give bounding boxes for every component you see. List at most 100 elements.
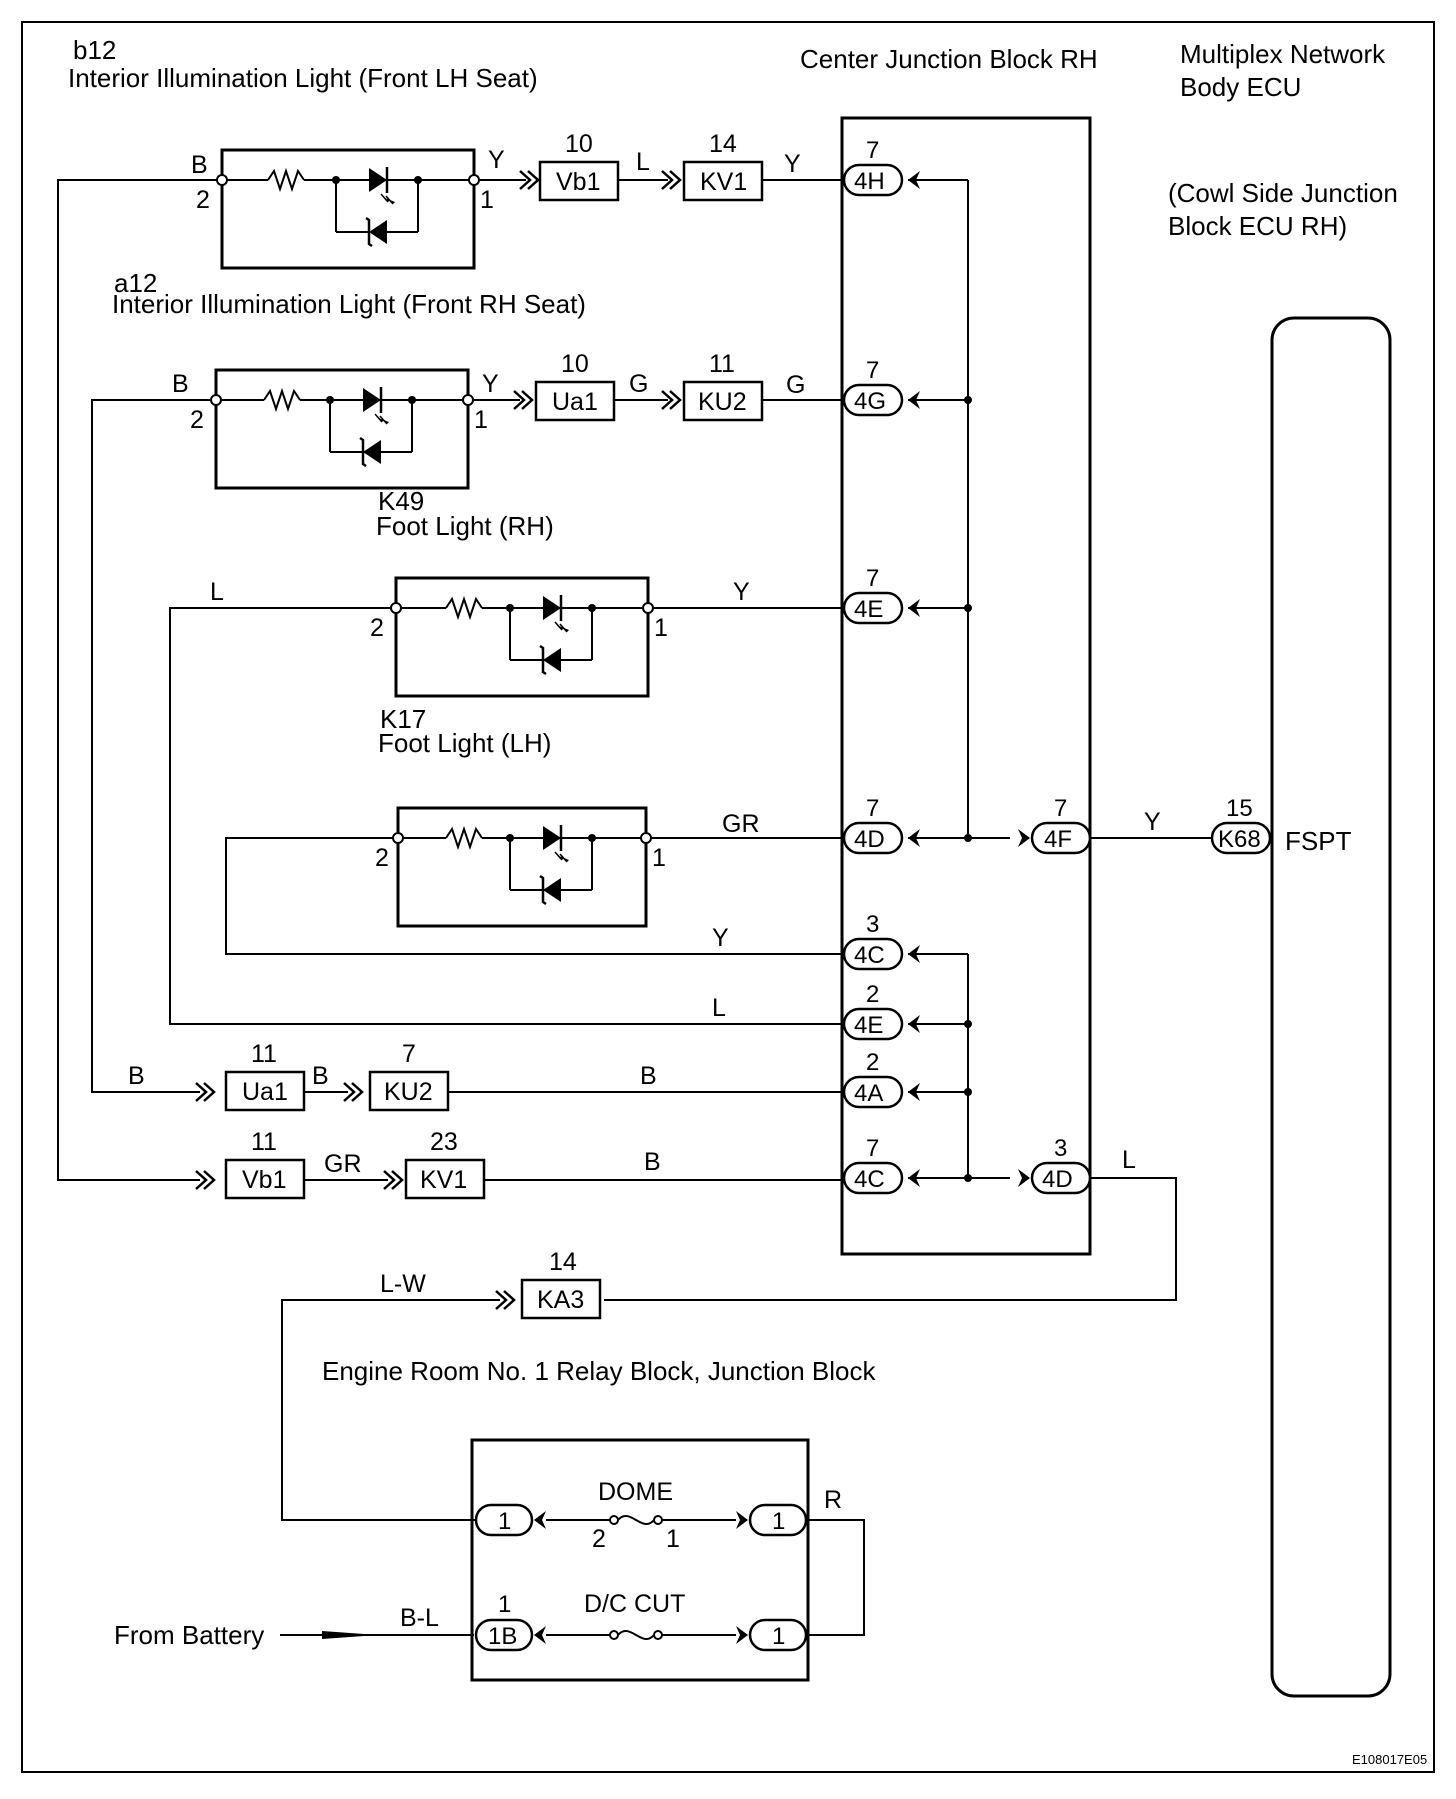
a12-light (214, 368, 470, 490)
svg-text:7: 7 (866, 565, 879, 592)
a12-term-1 (462, 394, 474, 406)
svg-text:4C: 4C (854, 1166, 885, 1193)
a12-pin2: 2 (190, 406, 204, 434)
terminal-4g: 4G 7 (842, 357, 904, 417)
terminal-4e-2: 4E 2 (842, 981, 904, 1041)
svg-text:7: 7 (866, 1135, 879, 1162)
wire-ua1-mid: B (312, 1062, 329, 1090)
wire-ret-4c3: Y (712, 924, 729, 952)
connector-vb1-top (538, 160, 620, 202)
a12-code: a12 (114, 268, 157, 298)
ka3-code: KA3 (537, 1286, 584, 1314)
wire-ku2-out: B (640, 1062, 657, 1090)
ecu-sub-2: Block ECU RH) (1168, 211, 1347, 241)
ku2-bot-code: KU2 (384, 1078, 433, 1106)
terminal-4c-7: 4C 7 (842, 1135, 904, 1195)
wire-a12-cjb: G (786, 371, 805, 399)
svg-text:1: 1 (498, 1591, 511, 1618)
svg-text:7: 7 (866, 795, 879, 822)
wire-battery: B-L (400, 1604, 439, 1632)
svg-text:4D: 4D (854, 826, 885, 853)
dome-pin-1: 1 (666, 1525, 680, 1553)
connector-kv1-bot (404, 1158, 486, 1200)
svg-text:7: 7 (866, 357, 879, 384)
vb1-top-pin: 10 (565, 130, 593, 158)
svg-text:4F: 4F (1044, 826, 1072, 853)
wire-ecu-link: Y (1144, 808, 1161, 836)
terminal-er-dome-left: 1 (474, 1503, 534, 1537)
k17-code: K17 (380, 704, 426, 734)
svg-text:4H: 4H (854, 168, 885, 195)
k49-term-2 (390, 602, 402, 614)
frame (21, 21, 1435, 1773)
wire-a12-out: Y (482, 370, 499, 398)
wire-b12-in: B (191, 151, 208, 179)
svg-text:1: 1 (498, 1508, 511, 1535)
cjb-title: Center Junction Block RH (800, 44, 1098, 74)
terminal-4a: 4A 2 (842, 1049, 904, 1109)
terminal-er-dc-right: 1 (748, 1618, 808, 1652)
k17-name: Foot Light (LH) (378, 728, 551, 758)
vb1-bot-pin: 11 (251, 1128, 277, 1156)
k17-pin2: 2 (375, 844, 389, 872)
kv1-bot-code: KV1 (420, 1166, 467, 1194)
svg-text:2: 2 (866, 981, 879, 1008)
kv1-top-code: KV1 (700, 168, 747, 196)
connector-k68: K68 15 (1210, 795, 1272, 855)
svg-text:3: 3 (1054, 1135, 1067, 1162)
wire-k49-in: L (210, 578, 224, 606)
connector-ka3 (520, 1278, 602, 1320)
wire-ret-4d: L (1122, 1146, 1136, 1174)
k49-pin1: 1 (654, 614, 668, 642)
terminal-4e-7: 4E 7 (842, 565, 904, 625)
fspt-terminal: FSPT (1285, 826, 1352, 856)
body-ecu (1270, 316, 1392, 1698)
ku2-top-pin: 11 (709, 350, 735, 378)
b12-light (220, 148, 476, 270)
vb1-bot-code: Vb1 (242, 1166, 286, 1194)
svg-text:4E: 4E (854, 596, 883, 623)
svg-text:1: 1 (772, 1623, 785, 1650)
dome-fuse-label: DOME (598, 1478, 673, 1506)
k49-pin2: 2 (370, 614, 384, 642)
b12-pin1: 1 (480, 186, 494, 214)
svg-text:7: 7 (866, 137, 879, 164)
a12-name: Interior Illumination Light (Front RH Se… (112, 289, 586, 319)
terminal-er-dome-right: 1 (748, 1503, 808, 1537)
wire-k17-out: GR (722, 810, 760, 838)
ua1-top-code: Ua1 (552, 388, 598, 416)
wire-ret-4e2: L (712, 994, 726, 1022)
a12-pin1: 1 (474, 406, 488, 434)
b12-name: Interior Illumination Light (Front LH Se… (68, 63, 538, 93)
k17-foot-light (396, 806, 648, 928)
ku2-bot-pin: 7 (402, 1040, 416, 1068)
svg-text:3: 3 (866, 911, 879, 938)
svg-text:K68: K68 (1218, 826, 1261, 853)
wire-relay-r: R (824, 1486, 842, 1514)
svg-text:4A: 4A (854, 1080, 883, 1107)
ka3-pin: 14 (549, 1248, 577, 1276)
svg-text:1: 1 (772, 1508, 785, 1535)
svg-text:4G: 4G (854, 388, 886, 415)
wire-ua1-in: B (128, 1062, 145, 1090)
ua1-bot-code: Ua1 (242, 1078, 288, 1106)
ua1-bot-pin: 11 (251, 1040, 277, 1068)
svg-text:4E: 4E (854, 1012, 883, 1039)
svg-text:7: 7 (1054, 795, 1067, 822)
wire-a12-in: B (172, 370, 189, 398)
terminal-4d-7: 4D 7 (842, 795, 904, 855)
ecu-sub-1: (Cowl Side Junction (1168, 178, 1398, 208)
connector-ku2-top (682, 380, 764, 422)
figure-code: E108017E05 (1352, 1752, 1427, 1767)
k17-term-1 (640, 832, 652, 844)
center-junction-block (840, 116, 1092, 1256)
terminal-4f: 4F 7 (1030, 795, 1092, 855)
b12-term-1 (468, 174, 480, 186)
k17-pin1: 1 (652, 844, 666, 872)
b12-code: b12 (73, 35, 116, 65)
vb1-top-code: Vb1 (556, 168, 600, 196)
wire-k49-out: Y (733, 578, 750, 606)
wire-vb1-mid: GR (324, 1150, 362, 1178)
svg-text:1B: 1B (488, 1623, 517, 1650)
connector-ua1-bot (224, 1070, 306, 1112)
